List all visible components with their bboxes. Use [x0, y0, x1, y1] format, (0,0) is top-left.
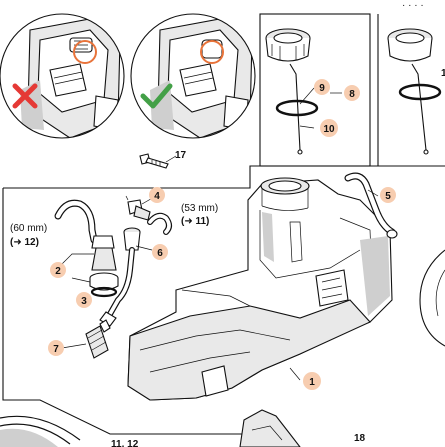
fuel-hose-60mm	[54, 199, 98, 244]
fuel-hose-53mm	[147, 212, 172, 235]
cross-mark-icon	[12, 83, 38, 109]
callout-1: 1	[303, 372, 321, 390]
detail-circle-wrong	[0, 13, 125, 139]
main-frame	[2, 165, 378, 435]
callout-7: 7	[48, 340, 64, 356]
callout-label: 7	[53, 344, 59, 355]
screw-17	[139, 153, 169, 169]
vent-hose	[344, 172, 398, 239]
right-circle-partial	[419, 249, 445, 347]
label-cut: 1	[441, 68, 445, 79]
callout-label: 5	[385, 191, 391, 202]
callout-3: 3	[76, 292, 92, 308]
callout-4: 4	[149, 187, 165, 203]
dimension-60mm: (60 mm)	[10, 223, 47, 234]
bottom-ring-partial	[0, 415, 81, 447]
detail-circle-right	[130, 13, 256, 139]
fuel-line-assembly	[99, 227, 141, 327]
callout-label: 10	[323, 124, 335, 135]
callout-label: 3	[81, 296, 87, 307]
callout-2: 2	[50, 262, 66, 278]
fuel-cap-alt-group: · · · ·	[377, 0, 445, 167]
part-18-partial	[239, 409, 301, 447]
fuel-cap-group	[259, 13, 371, 167]
callout-label: 1	[309, 377, 315, 388]
callout-8: 8	[344, 85, 360, 101]
callout-label: 9	[319, 83, 325, 94]
callout-label: 8	[349, 89, 355, 100]
label-bottom-ref: 11, 12	[111, 439, 139, 447]
highlight-ring	[73, 40, 97, 64]
callout-6: 6	[152, 244, 168, 260]
dimension-ref-11: (➜ 11)	[181, 216, 209, 227]
svg-text:· · · ·: · · · ·	[402, 0, 424, 11]
leader-lines	[57, 87, 379, 381]
highlight-ring	[200, 40, 224, 64]
callout-10: 10	[320, 119, 338, 137]
dimension-ref-12: (➜ 12)	[10, 237, 39, 248]
callout-9: 9	[314, 79, 330, 95]
label-18: 18	[354, 433, 366, 444]
dimension-53mm: (53 mm)	[181, 203, 218, 214]
callout-label: 2	[55, 266, 61, 277]
fitting-4	[125, 195, 151, 221]
label-17: 17	[175, 150, 187, 161]
pickup-body	[89, 235, 119, 298]
callout-label: 4	[154, 191, 160, 202]
check-mark-icon	[140, 83, 173, 109]
callout-5: 5	[380, 187, 396, 203]
callout-label: 6	[157, 248, 163, 259]
fuel-filter	[85, 319, 111, 359]
fuel-tank	[127, 177, 393, 401]
